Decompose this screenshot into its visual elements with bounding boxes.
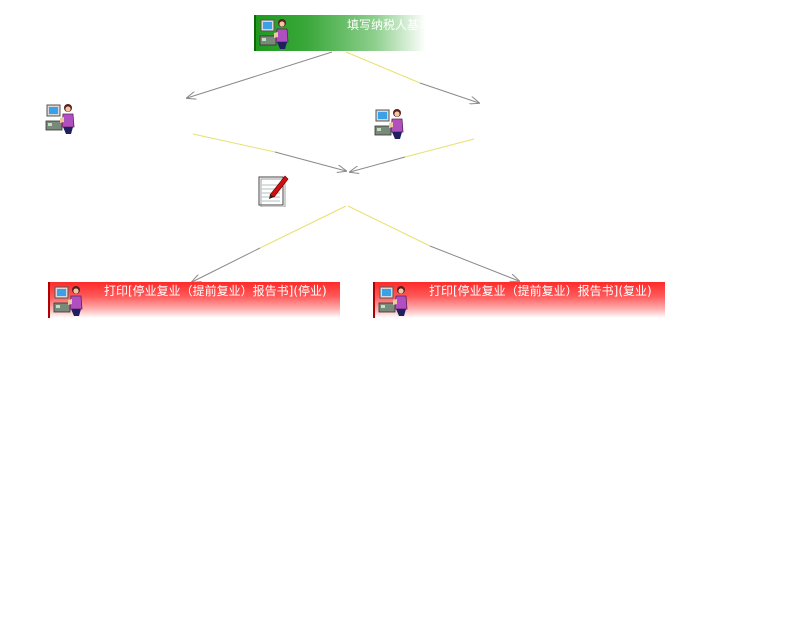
node-fill-taxpayer-info[interactable]: 填写纳税人基本信息 (254, 15, 455, 51)
node-label: 填写纳税人基本信息 (347, 18, 456, 32)
notepad-pen-icon[interactable] (256, 173, 290, 207)
arrow-top-to-right (419, 82, 479, 103)
arrow-merge-to-bottom-left (192, 247, 261, 282)
arrow-top-to-left (187, 51, 333, 98)
person-computer-icon (52, 283, 86, 317)
connector-top-right (345, 51, 421, 84)
person-computer-icon[interactable] (44, 101, 78, 135)
person-computer-icon[interactable] (373, 106, 407, 140)
connector-right-merge (404, 138, 475, 158)
connector-merge-left (259, 205, 347, 249)
arrow-merge-to-bottom-right (429, 245, 519, 281)
person-computer-icon (377, 283, 411, 317)
node-label: 打印[停业复业（提前复业）报告书](复业) (429, 284, 652, 298)
node-label: 打印[停业复业（提前复业）报告书](停业) (104, 284, 327, 298)
arrow-right-to-merge (350, 156, 406, 172)
connector-merge-right (347, 205, 431, 247)
arrow-left-to-merge (274, 151, 346, 171)
node-print-suspension-report[interactable]: 打印[停业复业（提前复业）报告书](停业) (48, 282, 340, 318)
person-computer-icon (258, 16, 292, 50)
connector-left-merge (192, 133, 276, 153)
node-print-resumption-report[interactable]: 打印[停业复业（提前复业）报告书](复业) (373, 282, 665, 318)
